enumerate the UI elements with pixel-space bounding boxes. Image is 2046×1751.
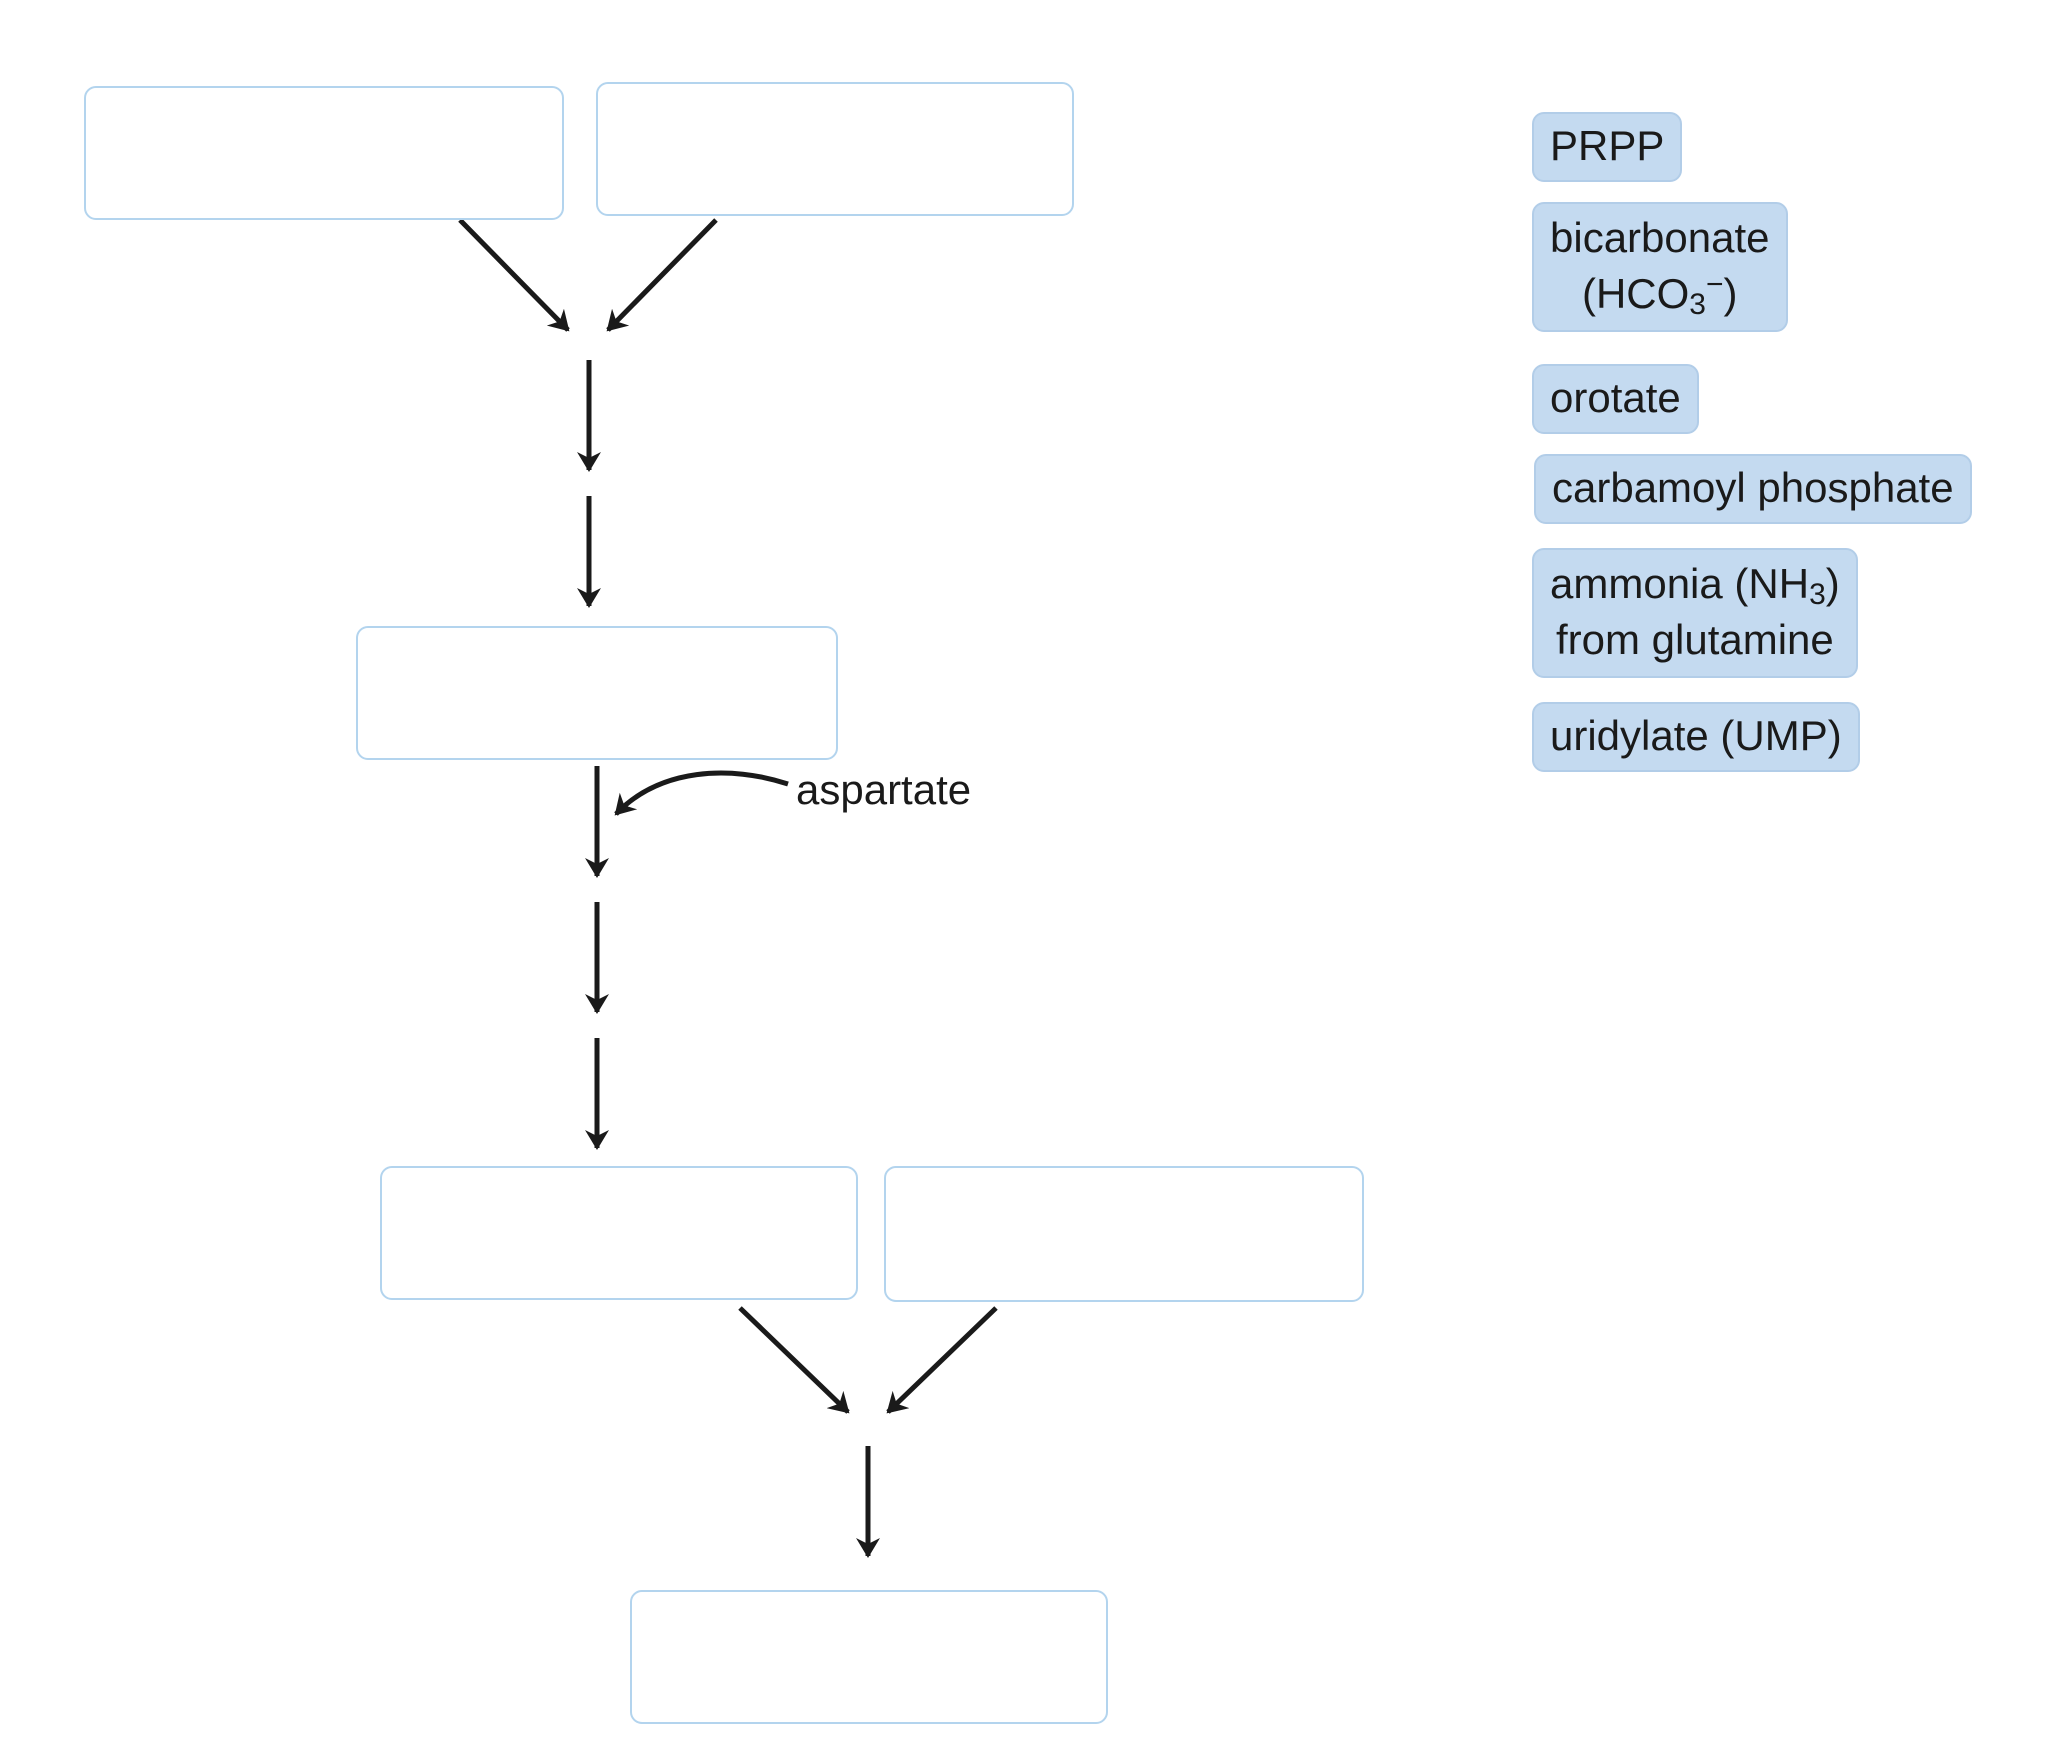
- chip-orotate-text: orotate: [1550, 374, 1681, 421]
- arrow-from-lower-left: [738, 1306, 850, 1414]
- chip-bicarbonate-line1: bicarbonate: [1550, 214, 1770, 261]
- arrow-from-top-right: [606, 218, 718, 332]
- aspartate-curved-arrow: [614, 770, 789, 816]
- arrow-from-lower-right: [886, 1306, 998, 1414]
- drop-target-lower-right[interactable]: [884, 1166, 1364, 1302]
- chip-ammonia-subscript: 3: [1809, 578, 1826, 611]
- chip-prpp[interactable]: PRPP: [1532, 112, 1683, 182]
- chip-orotate[interactable]: orotate: [1532, 364, 1699, 434]
- chip-ammonia-close: ): [1825, 560, 1840, 607]
- chip-bicarbonate-line2: (HCO3−): [1550, 266, 1770, 322]
- chip-ammonia[interactable]: ammonia (NH3) from glutamine: [1532, 548, 1858, 678]
- drop-target-top-right[interactable]: [596, 82, 1074, 216]
- chip-ammonia-formula: ammonia (NH: [1550, 560, 1810, 607]
- chip-uridylate[interactable]: uridylate (UMP): [1532, 702, 1860, 772]
- drop-target-lower-left[interactable]: [380, 1166, 858, 1300]
- arrow-from-top-left: [458, 218, 570, 332]
- chip-bicarbonate-close: ): [1723, 270, 1738, 317]
- chip-prpp-text: PRPP: [1550, 122, 1665, 169]
- chip-carbamoyl-phosphate-text: carbamoyl phosphate: [1552, 464, 1954, 511]
- chip-ammonia-line2: from glutamine: [1555, 616, 1834, 663]
- drop-target-middle[interactable]: [356, 626, 838, 760]
- chip-carbamoyl-phosphate[interactable]: carbamoyl phosphate: [1534, 454, 1972, 524]
- chip-bicarbonate-formula: (HCO: [1581, 270, 1690, 317]
- chip-bicarbonate-subscript: 3: [1689, 288, 1706, 321]
- drop-target-bottom[interactable]: [630, 1590, 1108, 1724]
- chip-bicarbonate-charge: −: [1705, 268, 1724, 301]
- drop-target-top-left[interactable]: [84, 86, 564, 220]
- chip-uridylate-text: uridylate (UMP): [1550, 712, 1842, 759]
- chip-bicarbonate[interactable]: bicarbonate (HCO3−): [1532, 202, 1788, 332]
- aspartate-label: aspartate: [796, 766, 972, 813]
- chip-ammonia-line1: ammonia (NH3): [1550, 556, 1840, 612]
